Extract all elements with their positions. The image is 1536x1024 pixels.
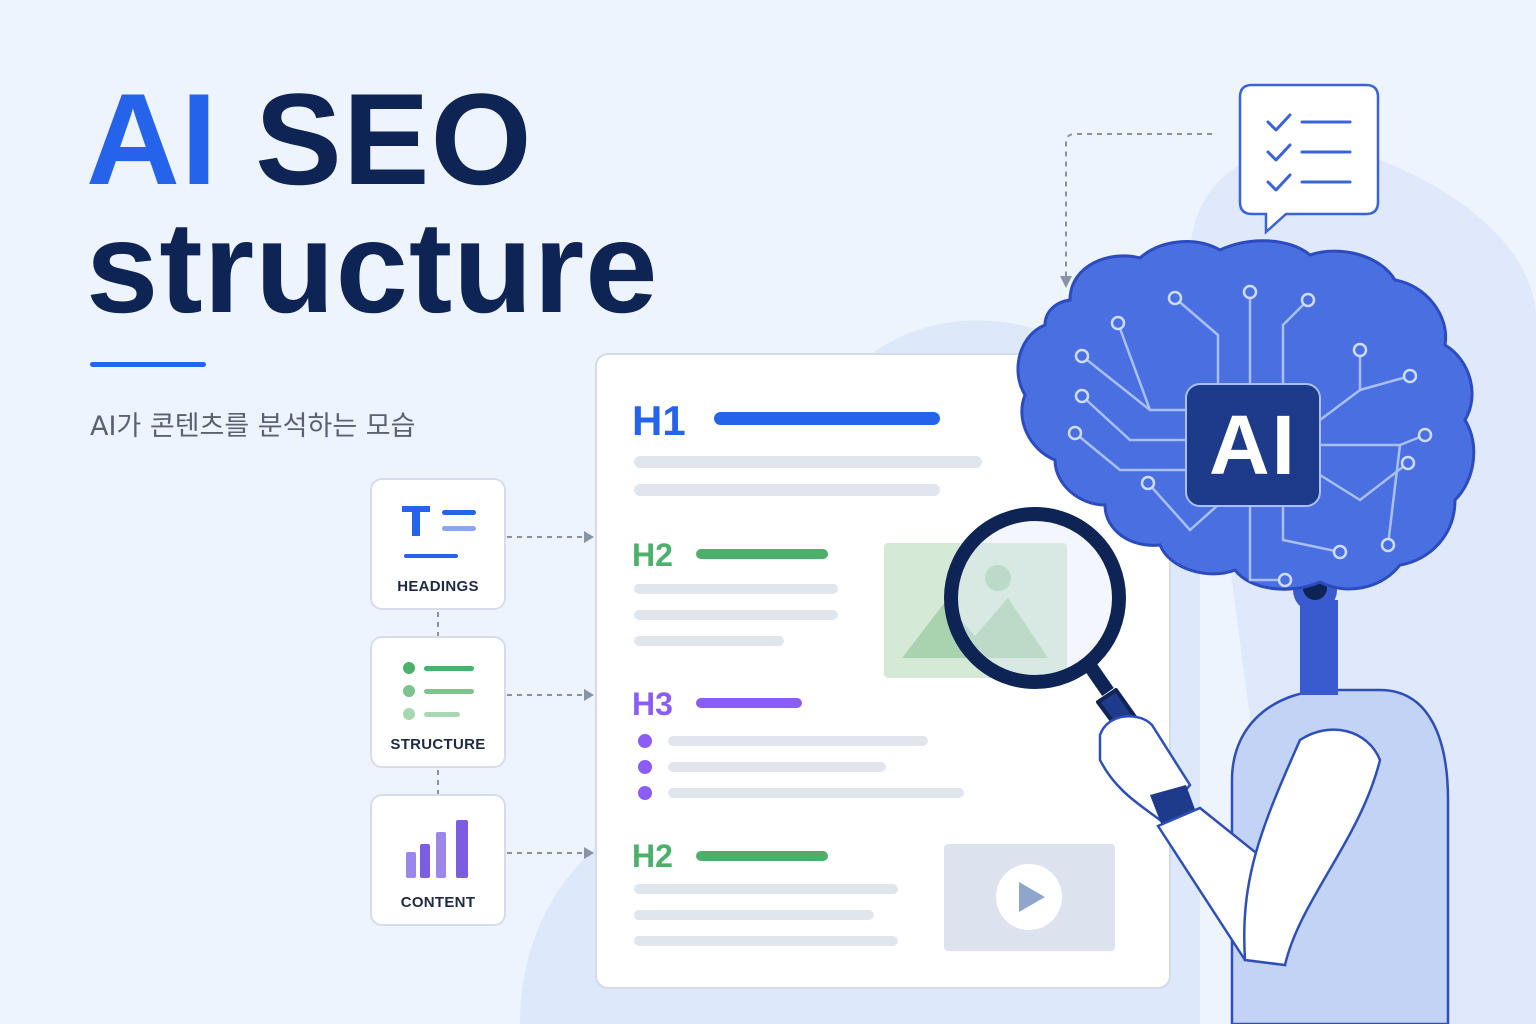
doc-heading-h1-text: H1	[632, 397, 686, 444]
page-title: AI SEO	[86, 74, 533, 204]
doc-heading-h3-text: H3	[632, 686, 673, 722]
doc-heading-h3: H3	[632, 688, 673, 720]
robot-arm-icon	[1098, 715, 1382, 967]
title-underline	[90, 362, 206, 367]
brain-circuit-icon	[1016, 239, 1476, 591]
content-card: CONTENT	[370, 794, 506, 926]
doc-heading-h2-second: H2	[632, 840, 673, 872]
doc-heading-h1: H1	[632, 400, 686, 442]
page-title-line-2: structure	[86, 194, 659, 340]
headings-label: HEADINGS	[397, 578, 479, 595]
title-rest: SEO	[218, 66, 533, 212]
ai-chip-label: AI	[1209, 397, 1297, 492]
list-icon	[403, 662, 474, 720]
content-label: CONTENT	[400, 894, 476, 911]
doc-heading-h2: H2	[632, 539, 673, 571]
video-play-icon	[944, 844, 1115, 951]
structure-card: STRUCTURE	[370, 636, 506, 768]
doc-heading-h2-text: H2	[632, 537, 673, 573]
title-accent: AI	[86, 66, 218, 212]
structure-label: STRUCTURE	[390, 736, 486, 753]
subtitle: AI가 콘텐츠를 분석하는 모습	[90, 411, 416, 442]
headings-icon	[402, 506, 476, 558]
checklist-speech-bubble-icon	[1238, 83, 1380, 235]
headings-card: HEADINGS	[370, 478, 506, 610]
bar-chart-icon	[406, 820, 468, 878]
image-placeholder-icon	[884, 543, 1067, 678]
doc-heading-h2-second-text: H2	[632, 838, 673, 874]
